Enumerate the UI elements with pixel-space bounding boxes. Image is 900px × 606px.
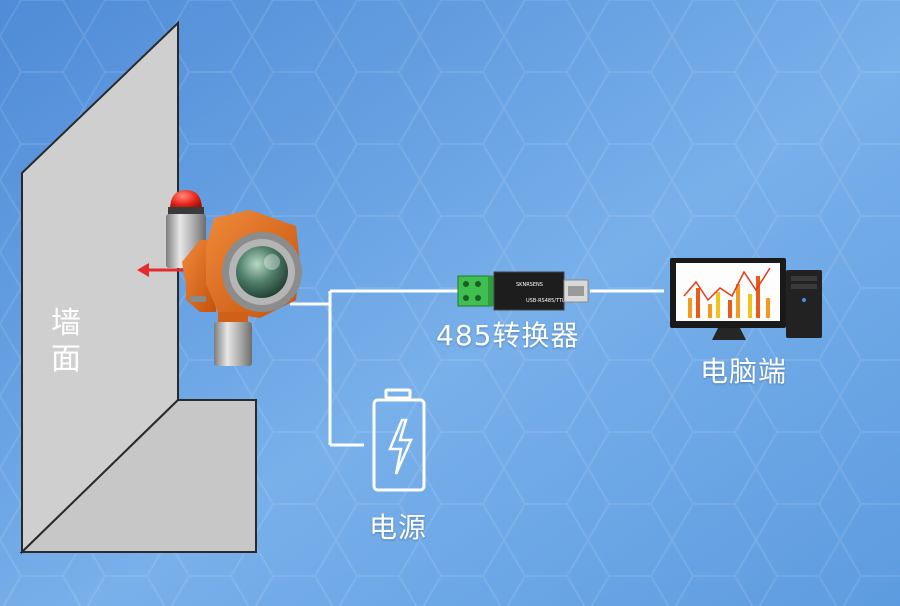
- power-label: 电源: [369, 511, 428, 544]
- wall: [19, 20, 257, 555]
- gas-detector-icon: [137, 190, 302, 366]
- computer-icon: [670, 258, 822, 340]
- converter-model: USB-RS485/TTL: [526, 298, 565, 304]
- monitor-chart: [683, 267, 771, 318]
- usb-converter-icon: SKNRSENS USB-RS485/TTL: [457, 271, 589, 311]
- computer-label: 电脑端: [700, 355, 788, 388]
- wall-label: 墙面: [51, 306, 81, 377]
- converter-label: 485转换器: [436, 319, 580, 352]
- connection-lines: [290, 289, 664, 447]
- battery-icon: [372, 388, 426, 492]
- converter-brand: SKNRSENS: [516, 282, 543, 288]
- lightning-icon: [388, 418, 413, 475]
